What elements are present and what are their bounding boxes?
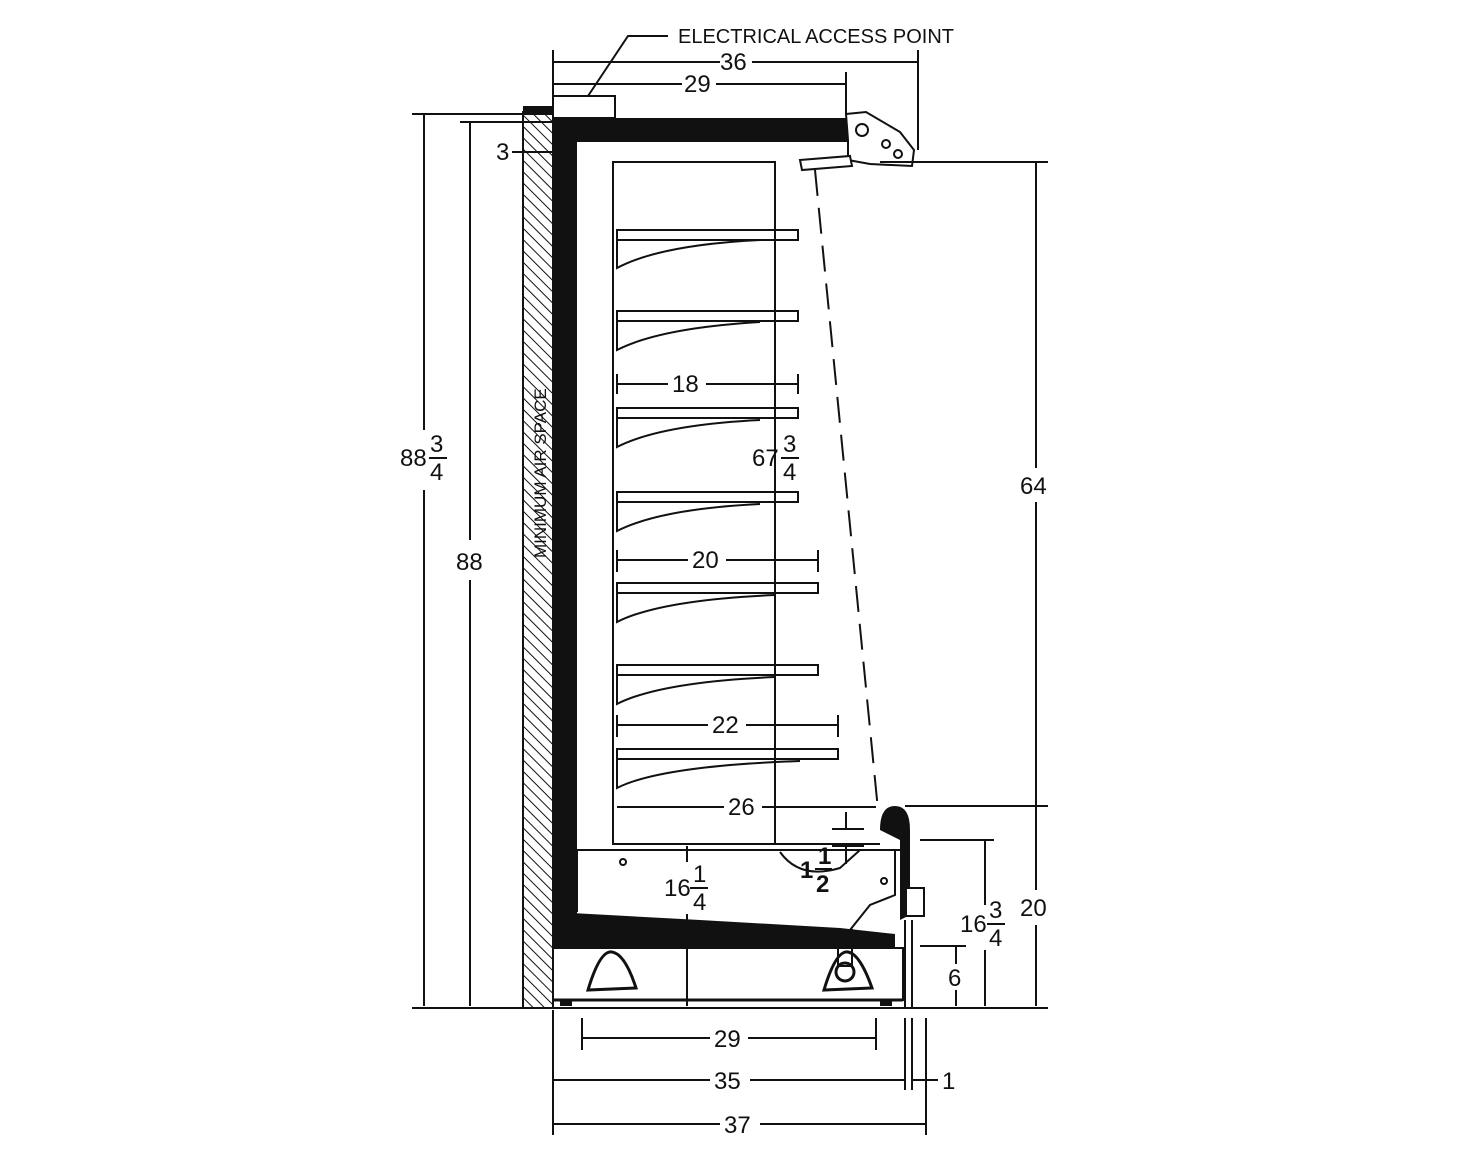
- front-height-den: 4: [989, 925, 1002, 952]
- front-height-num: 3: [989, 897, 1002, 924]
- dim-leg-spacing: 29: [714, 1026, 741, 1053]
- shelf: [616, 310, 799, 352]
- dim-shelf-18: 18: [672, 371, 699, 398]
- shelf: [616, 491, 799, 533]
- dim-case-height: 88: [456, 549, 483, 576]
- interior-height-num: 3: [783, 431, 796, 458]
- dim-bumper-depth: 1: [942, 1068, 955, 1095]
- shelf: [616, 229, 799, 270]
- dim-front-height: 16 3 4: [960, 897, 1005, 952]
- interior-height-whole: 67: [752, 445, 779, 472]
- interior-height-den: 4: [783, 459, 796, 486]
- deck-lip-whole: 1: [800, 857, 813, 884]
- dimension-lines: [412, 35, 1048, 1135]
- dim-shelf-22: 22: [712, 712, 739, 739]
- wall-air-space: MINIMUM AIR SPACE: [522, 111, 554, 1009]
- dim-top-width: 36: [720, 49, 747, 76]
- dim-base-height: 16 1 4: [664, 861, 708, 916]
- dim-deck-lip: 1 1 2: [800, 843, 832, 898]
- dim-top-inner: 29: [684, 71, 711, 98]
- dim-interior-height: 67 3 4: [752, 431, 799, 486]
- dim-opening-height: 64: [1020, 473, 1047, 500]
- overall-height-den: 4: [430, 459, 443, 486]
- dim-shelf-20: 20: [692, 547, 719, 574]
- shelves: [616, 229, 839, 790]
- minimum-air-space-label: MINIMUM AIR SPACE: [531, 388, 550, 558]
- base-height-whole: 16: [664, 875, 691, 902]
- electrical-access-label: ELECTRICAL ACCESS POINT: [678, 26, 954, 48]
- overall-height-whole: 88: [400, 445, 427, 472]
- case-body: [523, 95, 925, 1008]
- overall-height-num: 3: [430, 431, 443, 458]
- dim-kick-height: 6: [948, 965, 961, 992]
- dim-case-depth: 35: [714, 1068, 741, 1095]
- dim-bumper-height: 20: [1020, 895, 1047, 922]
- dim-air-gap: 3: [496, 139, 509, 166]
- shelf: [616, 664, 819, 706]
- shelf: [616, 582, 819, 624]
- base-height-den: 4: [693, 889, 706, 916]
- shelf: [616, 748, 839, 790]
- front-height-whole: 16: [960, 911, 987, 938]
- dim-deck-26: 26: [728, 794, 755, 821]
- base-height-num: 1: [693, 861, 706, 888]
- dim-overall-depth: 37: [724, 1112, 751, 1139]
- deck-lip-num: 1: [818, 843, 831, 870]
- deck-lip-den: 2: [816, 871, 829, 898]
- shelf: [616, 407, 799, 449]
- dim-overall-height: 88 3 4: [400, 431, 447, 486]
